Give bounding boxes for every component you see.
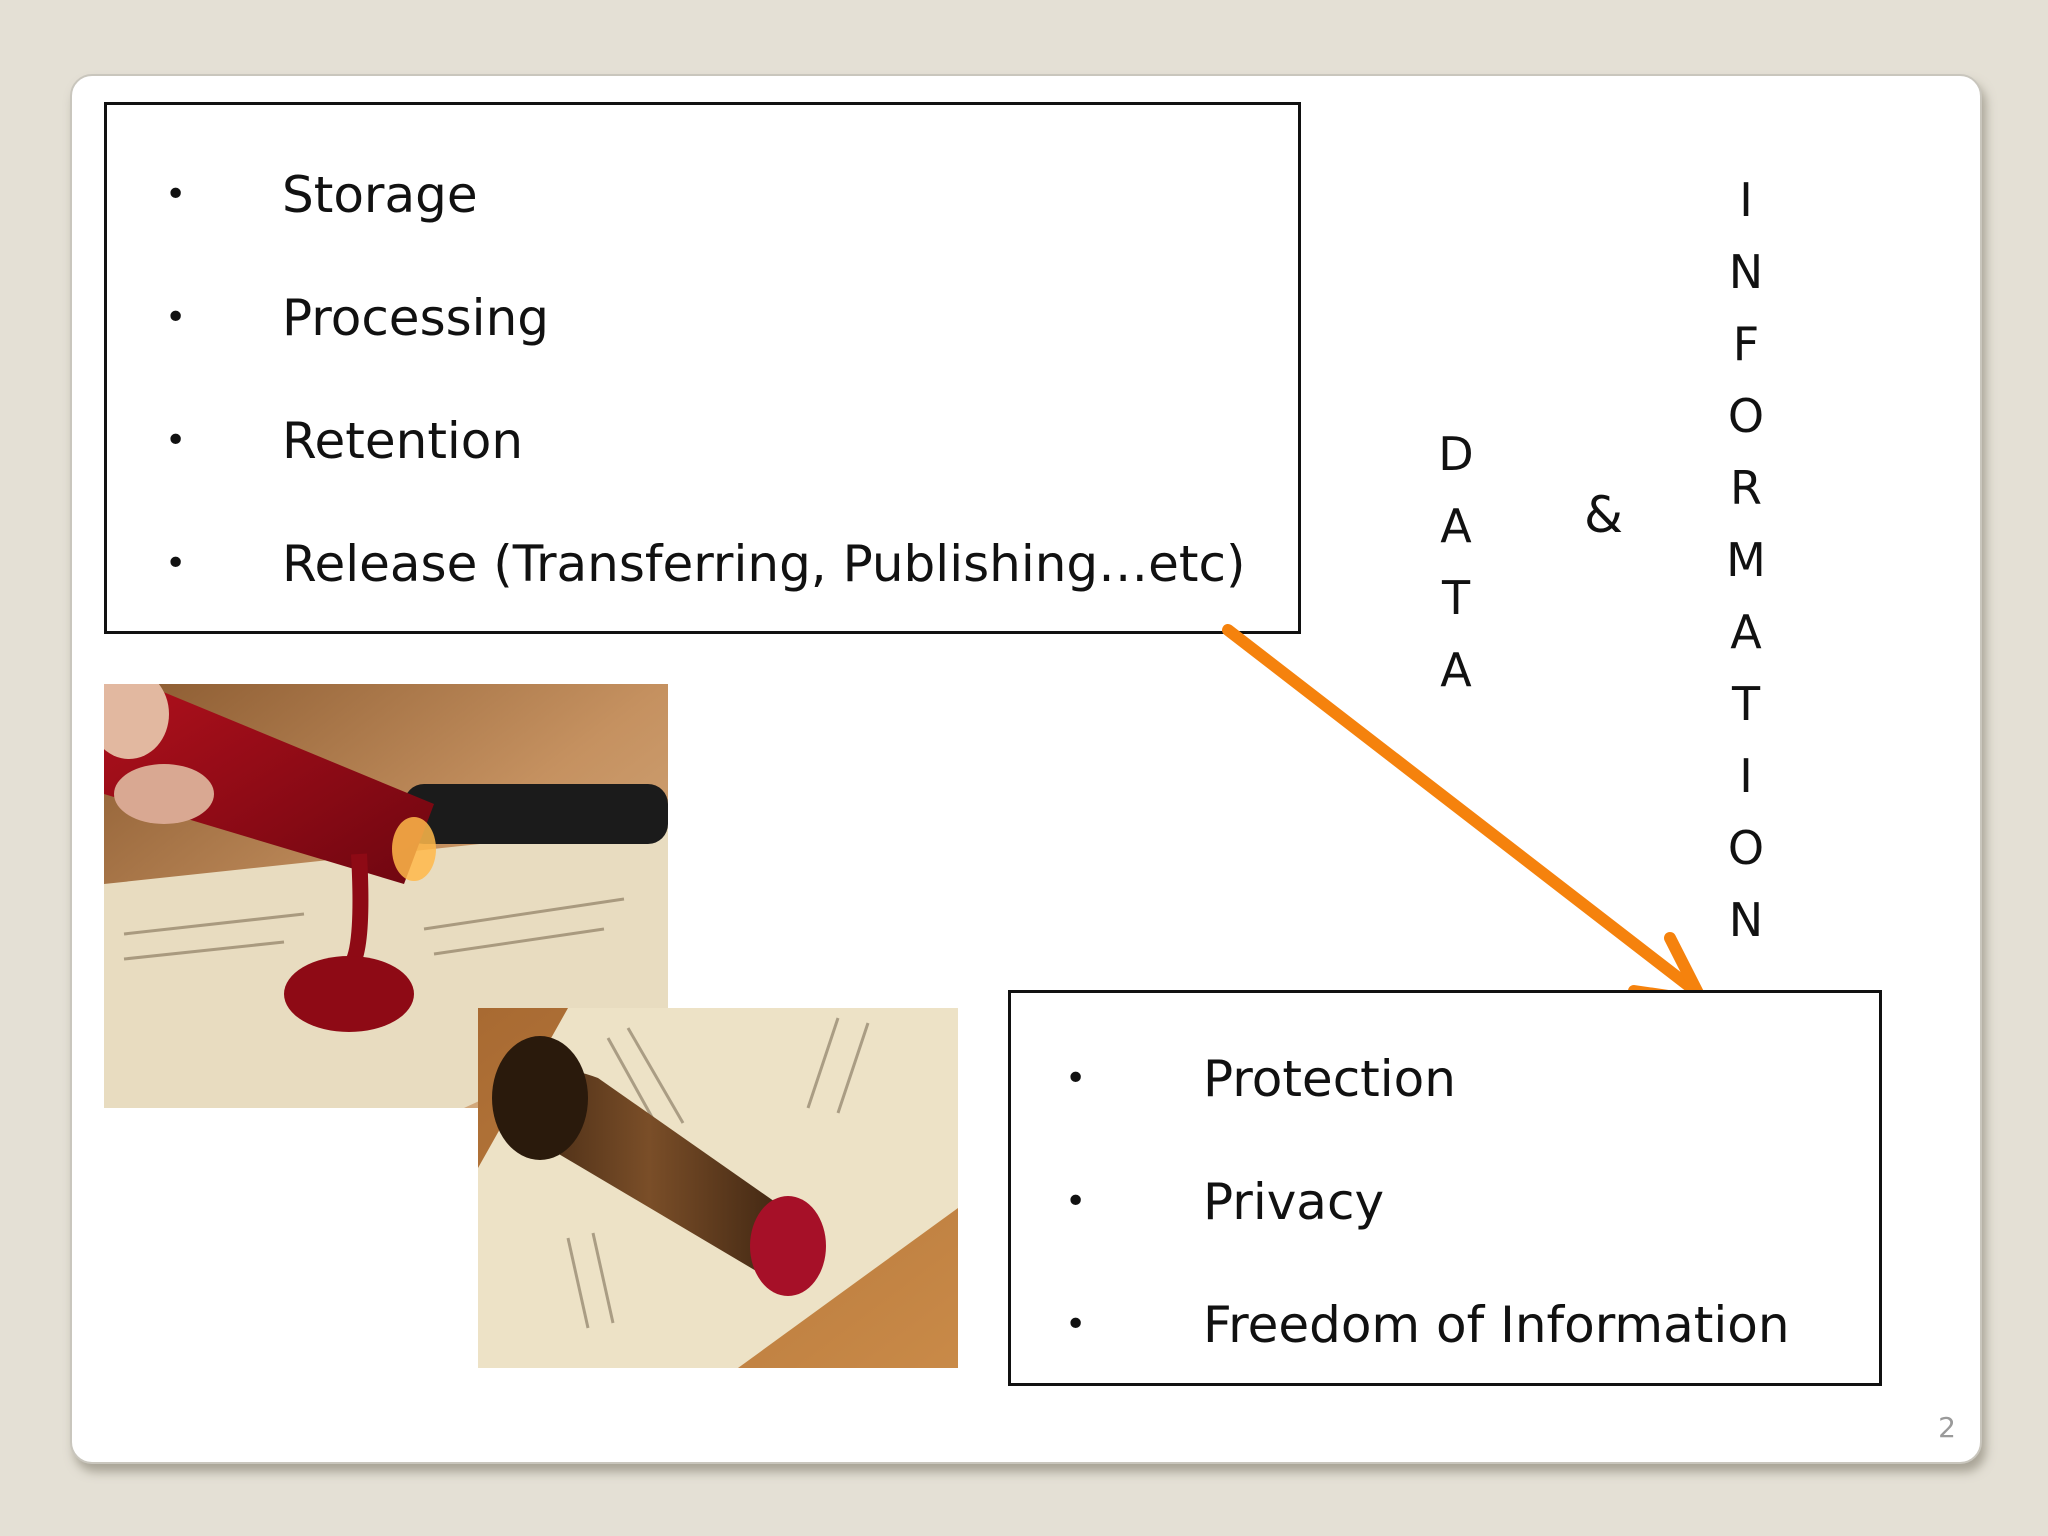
list-item-release: Release (Transferring, Publishing…etc) <box>282 535 1246 593</box>
letter: R <box>1730 461 1762 515</box>
letter: T <box>1441 571 1471 625</box>
letter: N <box>1728 245 1764 299</box>
top-list-box: • Storage • Processing • Retention • Rel… <box>104 102 1301 634</box>
letter: T <box>1731 677 1761 731</box>
letter: D <box>1438 427 1474 481</box>
letter: A <box>1440 643 1472 697</box>
bullet: • <box>1065 1304 1087 1345</box>
bullet: • <box>1065 1058 1087 1099</box>
bullet: • <box>165 297 187 338</box>
slide: • Storage • Processing • Retention • Rel… <box>70 74 1982 1464</box>
list-item-privacy: Privacy <box>1203 1173 1385 1231</box>
bullet: • <box>165 174 187 215</box>
bottom-list-box: • Protection • Privacy • Freedom of Info… <box>1008 990 1882 1386</box>
bullet: • <box>1065 1181 1087 1222</box>
letter: A <box>1730 605 1762 659</box>
vertical-data-text: D A T A <box>1426 418 1486 706</box>
letter: O <box>1727 389 1765 443</box>
list-item-freedom-of-information: Freedom of Information <box>1203 1296 1790 1354</box>
ampersand: & <box>1584 486 1623 544</box>
bullet: • <box>165 420 187 461</box>
list-item-protection: Protection <box>1203 1050 1456 1108</box>
letter: I <box>1739 749 1753 803</box>
letter: I <box>1739 173 1753 227</box>
page-number: 2 <box>1938 1411 1956 1444</box>
letter: N <box>1728 893 1764 947</box>
list-item-retention: Retention <box>282 412 524 470</box>
list-item-storage: Storage <box>282 166 478 224</box>
letter: M <box>1726 533 1766 587</box>
letter: F <box>1732 317 1760 371</box>
list-item-processing: Processing <box>282 289 549 347</box>
seal-stamp-photo <box>478 1008 958 1368</box>
bullet: • <box>165 543 187 584</box>
letter: A <box>1440 499 1472 553</box>
letter: O <box>1727 821 1765 875</box>
vertical-information-text: I N F O R M A T I O N <box>1716 164 1776 956</box>
